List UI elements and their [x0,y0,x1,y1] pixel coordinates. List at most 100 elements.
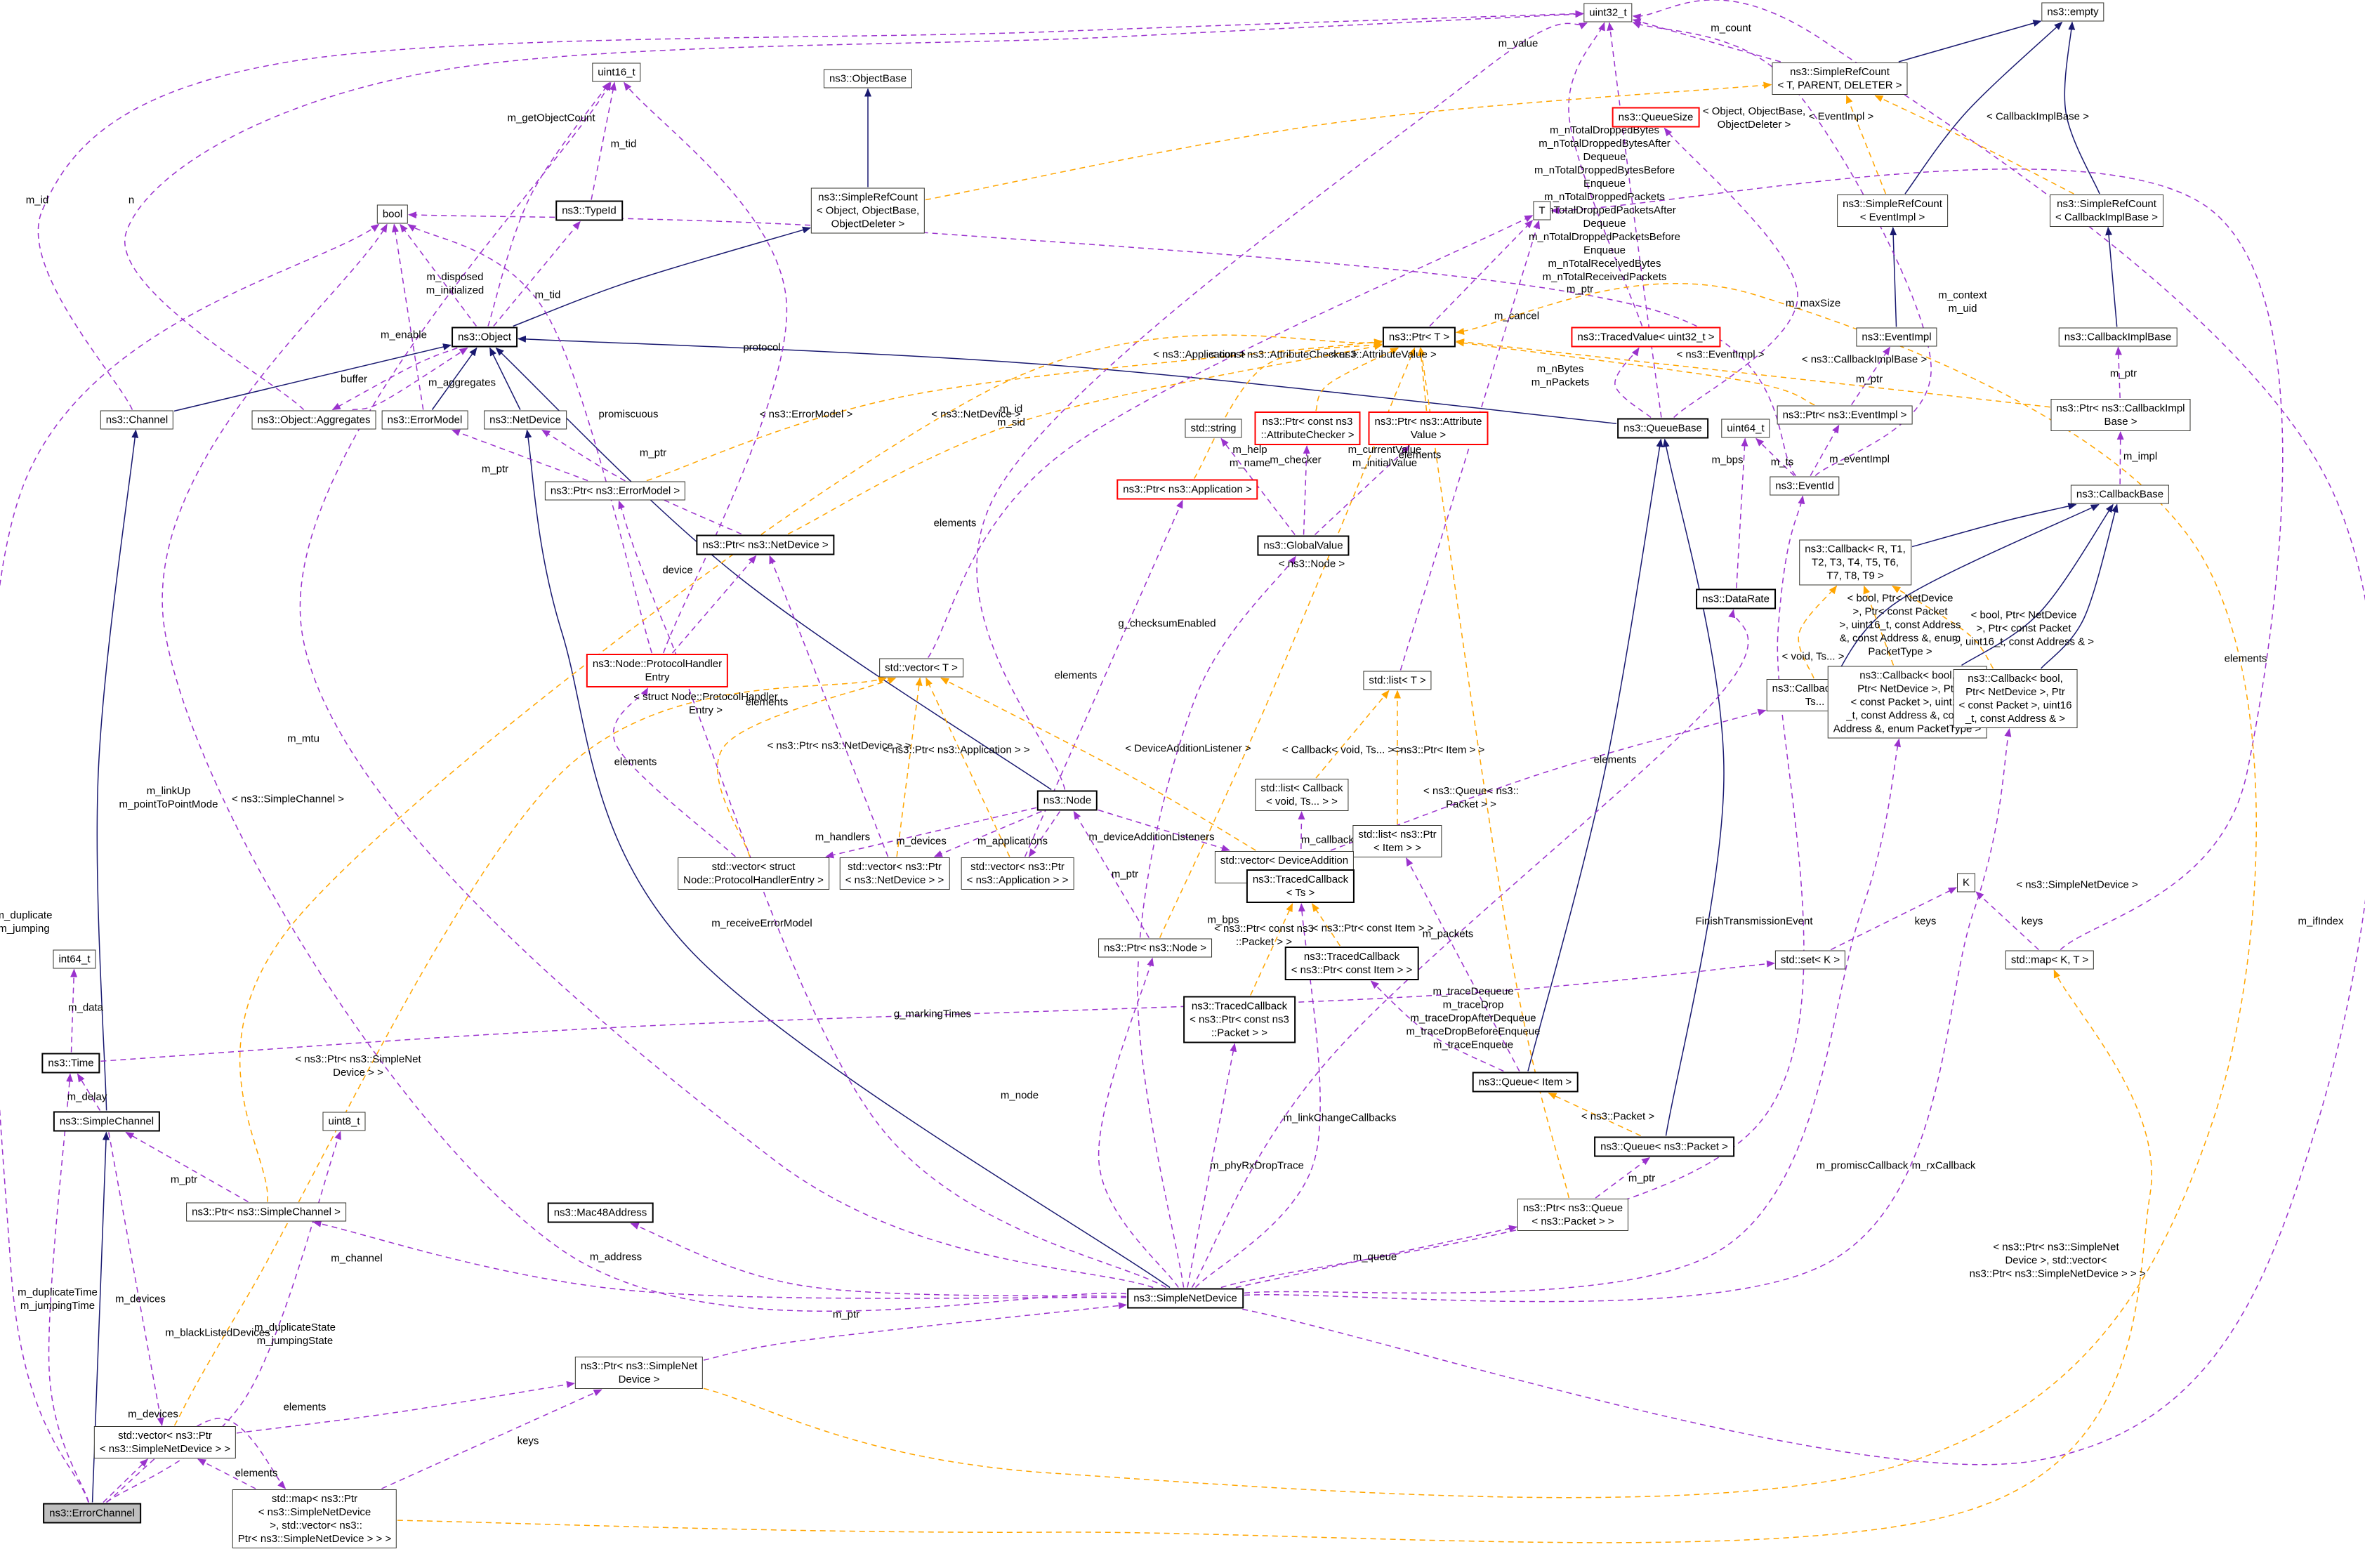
edge-ptrNetDevice-ptrT [787,343,1383,535]
class-box-ptrT[interactable]: ns3::Ptr< T > [1382,327,1456,348]
class-box-phe[interactable]: ns3::Node::ProtocolHandler Entry [586,654,729,687]
class-box-ptrNetDevice[interactable]: ns3::Ptr< ns3::NetDevice > [696,534,835,555]
edge-ptrErrorModel-ptrT [646,338,1383,482]
class-box-netDevice[interactable]: ns3::NetDevice [484,410,567,430]
edge-simpleChannel-channel [96,429,139,1111]
class-box-callbackR[interactable]: ns3::Callback< R, T1, T2, T3, T4, T5, T6… [1799,539,1911,586]
class-box-K[interactable]: K [1956,873,1976,892]
class-box-typeId[interactable]: ns3::TypeId [555,200,623,221]
class-box-srcObj[interactable]: ns3::SimpleRefCount < Object, ObjectBase… [810,187,925,234]
edge-phe-uint16 [624,81,788,654]
edge-simpleNetDevice-netDevice [525,429,1171,1289]
class-box-queueItem[interactable]: ns3::Queue< Item > [1472,1072,1579,1093]
class-box-srcCbib[interactable]: ns3::SimpleRefCount < CallbackImplBase > [2050,195,2163,227]
class-box-bool[interactable]: bool [376,204,409,224]
class-box-srcTPD[interactable]: ns3::SimpleRefCount < T, PARENT, DELETER… [1772,62,1908,95]
class-box-ptrSimpleChannel[interactable]: ns3::Ptr< ns3::SimpleChannel > [186,1202,346,1222]
class-box-ptrSnd[interactable]: ns3::Ptr< ns3::SimpleNet Device > [574,1357,704,1389]
class-box-errorChannel[interactable]: ns3::ErrorChannel [43,1503,141,1524]
edge-globalValue-ptrAttrChecker [1303,445,1310,535]
edge-tcbPacket-tcbTs [1250,903,1293,996]
class-box-stdString[interactable]: std::string [1185,419,1242,438]
class-box-tcbItem[interactable]: ns3::TracedCallback < ns3::Ptr< const It… [1284,947,1419,980]
class-box-vecPtrApp[interactable]: std::vector< ns3::Ptr < ns3::Application… [961,857,1074,890]
class-box-vecPhe[interactable]: std::vector< struct Node::ProtocolHandle… [678,857,829,890]
edge-simpleNetDevice-uint32 [1242,0,2365,1465]
class-box-T[interactable]: T [1533,201,1551,220]
edge-ptrT-T [1429,220,1534,327]
class-box-tcbTs[interactable]: ns3::TracedCallback < Ts > [1246,869,1355,903]
class-box-int64[interactable]: int64_t [53,949,96,969]
edge-simpleNetDevice-dataRate [1191,609,1749,1288]
edge-srcEvt-empty [1904,21,2063,195]
edge-cbPromisc-callbackBase [1961,503,2114,666]
edge-vectorT-T [928,215,1534,658]
class-box-ptrAttrChecker[interactable]: ns3::Ptr< const ns3 ::AttributeChecker > [1254,411,1361,445]
class-box-srcEvt[interactable]: ns3::SimpleRefCount < EventImpl > [1837,195,1948,227]
class-box-cbRx[interactable]: ns3::Callback< bool, Ptr< NetDevice >, P… [1953,669,2078,728]
class-box-mapSnd[interactable]: std::map< ns3::Ptr < ns3::SimpleNetDevic… [232,1489,397,1548]
class-box-uint32[interactable]: uint32_t [1583,3,1633,22]
class-box-globalValue[interactable]: ns3::GlobalValue [1257,535,1350,556]
class-box-eventImpl[interactable]: ns3::EventImpl [1856,327,1937,347]
class-box-dataRate[interactable]: ns3::DataRate [1696,588,1776,610]
edge-eventId-uint64 [1755,437,1795,477]
edge-object-bool [400,223,477,327]
class-box-uint16[interactable]: uint16_t [592,62,641,82]
class-box-objBase[interactable]: ns3::ObjectBase [823,69,913,88]
edge-object-typeId [493,220,581,327]
edge-simpleChannel-time [77,1073,101,1111]
edge-mapSnd-mapKT [397,969,2152,1543]
class-box-vectorT[interactable]: std::vector< T > [879,658,963,678]
edge-cbRx-callbackBase [2041,503,2119,669]
edge-queuePacket-queueBase [1662,438,1725,1136]
class-box-setK[interactable]: std::set< K > [1774,950,1846,970]
edge-simpleNetDevice-tcbPacket [1187,1043,1237,1288]
edge-simpleNetDevice-bool [162,223,1127,1312]
class-box-mapKT[interactable]: std::map< K, T > [2005,950,2095,970]
class-box-time[interactable]: ns3::Time [41,1053,100,1074]
class-box-ptrCbImplBase[interactable]: ns3::Ptr< ns3::CallbackImpl Base > [2050,399,2191,431]
class-box-uint64[interactable]: uint64_t [1721,419,1770,438]
class-box-ptrAttrValue[interactable]: ns3::Ptr< ns3::Attribute Value > [1368,411,1489,445]
edge-srcEvt-srcTPD [1845,95,1887,195]
class-box-callbackBase[interactable]: ns3::CallbackBase [2070,485,2170,504]
class-box-object[interactable]: ns3::Object [452,327,518,348]
edge-mapKT-K [1975,891,2039,951]
class-box-cbImplBase[interactable]: ns3::CallbackImplBase [2058,327,2178,347]
class-box-mac48[interactable]: ns3::Mac48Address [547,1202,654,1223]
edge-aggregates-object [352,347,468,411]
class-box-vecPtrNd[interactable]: std::vector< ns3::Ptr < ns3::NetDevice >… [839,857,950,890]
class-box-ptrErrorModel[interactable]: ns3::Ptr< ns3::ErrorModel > [544,481,686,501]
class-box-queueBase[interactable]: ns3::QueueBase [1617,418,1708,439]
class-box-simpleChannel[interactable]: ns3::SimpleChannel [53,1111,161,1132]
class-box-uint8[interactable]: uint8_t [322,1112,366,1131]
class-box-ptrNode[interactable]: ns3::Ptr< ns3::Node > [1098,938,1212,958]
class-box-errorModel[interactable]: ns3::ErrorModel [381,410,468,430]
edge-node-vecPtrApp [1028,811,1061,857]
edge-node-vecPtrNd [933,810,1042,857]
class-box-ptrEventImpl[interactable]: ns3::Ptr< ns3::EventImpl > [1777,405,1913,425]
class-box-listT[interactable]: std::list< T > [1363,671,1432,690]
class-box-tcbPacket[interactable]: ns3::TracedCallback < ns3::Ptr< const ns… [1183,996,1296,1043]
class-box-queueSize[interactable]: ns3::QueueSize [1612,107,1700,128]
class-box-queuePacket[interactable]: ns3::Queue< ns3::Packet > [1594,1136,1734,1157]
edge-setK-K [1830,887,1957,951]
class-box-aggregates[interactable]: ns3::Object::Aggregates [251,410,376,430]
edge-simpleNetDevice-eventId [1220,495,1805,1289]
class-box-ptrApplication[interactable]: ns3::Ptr< ns3::Application > [1116,479,1258,500]
class-box-eventId[interactable]: ns3::EventId [1770,476,1840,496]
class-box-channel[interactable]: ns3::Channel [100,410,174,430]
class-box-empty[interactable]: ns3::empty [2041,2,2104,22]
edge-eventId-bool [408,211,1796,476]
class-box-listPtrItem[interactable]: std::list< ns3::Ptr < Item > > [1352,825,1442,857]
class-box-tracedU32[interactable]: ns3::TracedValue< uint32_t > [1571,327,1721,348]
class-box-vecPtrSnd[interactable]: std::vector< ns3::Ptr < ns3::SimpleNetDe… [93,1426,237,1458]
edge-srcObj-srcTPD [925,81,1772,201]
class-box-node[interactable]: ns3::Node [1036,790,1098,811]
edge-errorChannel-vecPtrSnd [103,1458,149,1503]
class-box-ptrQueuePacket[interactable]: ns3::Ptr< ns3::Queue < ns3::Packet > > [1517,1199,1629,1231]
class-box-simpleNetDevice[interactable]: ns3::SimpleNetDevice [1127,1288,1244,1309]
class-box-listCbVoid[interactable]: std::list< Callback < void, Ts... > > [1255,779,1349,811]
